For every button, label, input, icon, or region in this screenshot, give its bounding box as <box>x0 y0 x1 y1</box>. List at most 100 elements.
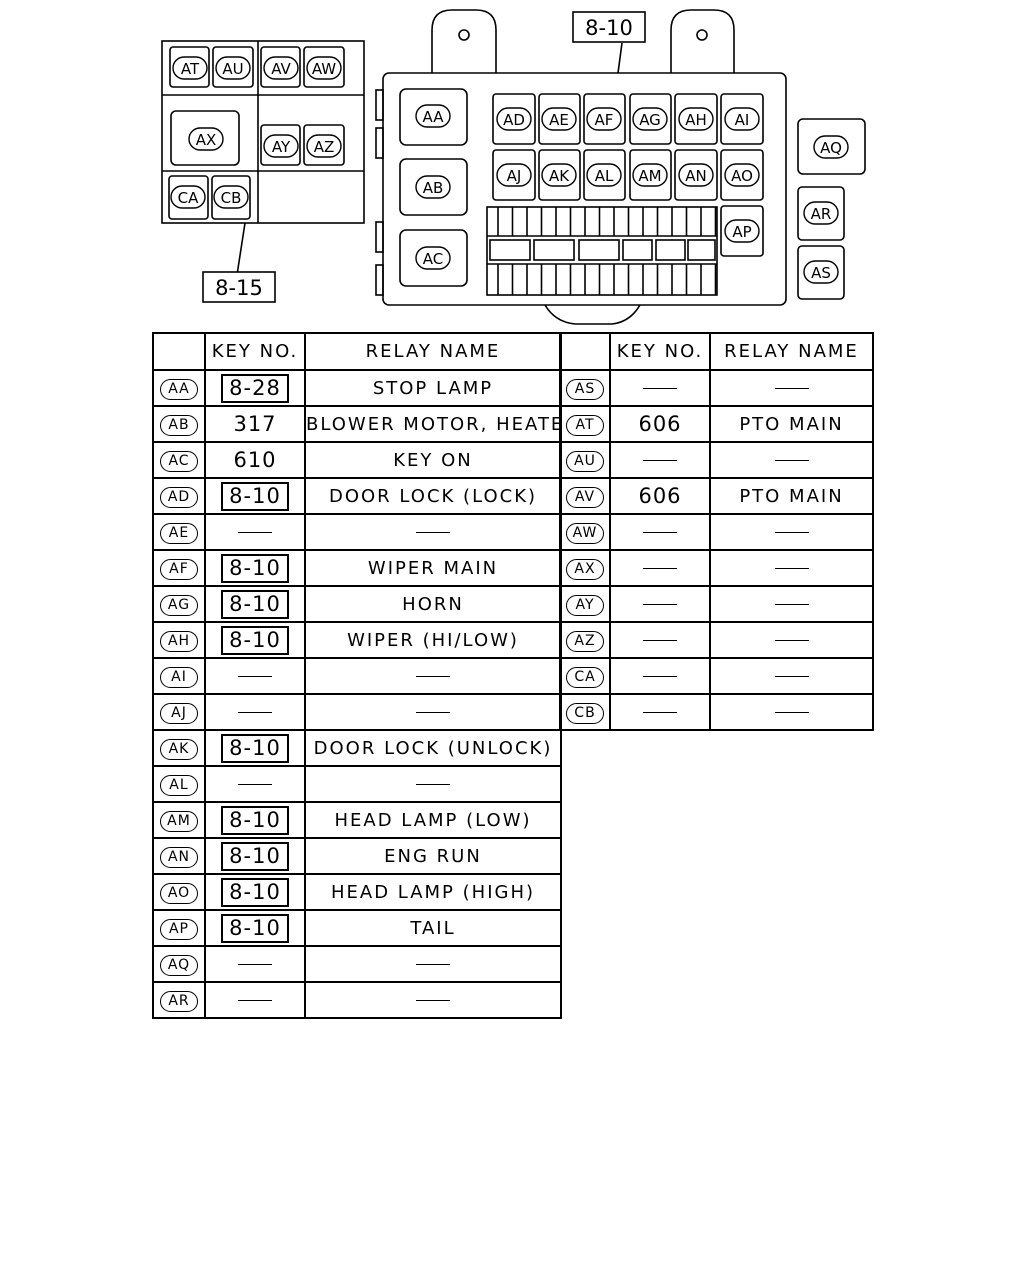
relay-name: KEY ON <box>393 449 473 471</box>
relay-name <box>774 568 809 569</box>
relay-name: WIPER (HI/LOW) <box>347 629 519 651</box>
key-no: 8-10 <box>221 625 289 655</box>
key-no-cell <box>609 657 711 695</box>
relay-code-cell: AE <box>152 513 206 551</box>
svg-text:AB: AB <box>423 179 444 197</box>
key-no: 8-10 <box>221 841 289 871</box>
relay-name: HEAD LAMP (LOW) <box>334 809 532 831</box>
key-no-cell <box>204 765 306 803</box>
relay-name <box>774 460 809 461</box>
relay-code-cell: CB <box>559 693 611 731</box>
side-relays <box>797 118 866 300</box>
svg-text:AN: AN <box>685 167 706 185</box>
relay-name-cell <box>709 657 874 695</box>
relay-ay-label: AY <box>263 134 299 158</box>
relay-code-badge: AR <box>160 990 198 1012</box>
relay-aa-label: AA <box>415 104 451 128</box>
relay-code-cell: AO <box>152 873 206 911</box>
key-no <box>238 964 272 965</box>
relay-name-cell: TAIL <box>304 909 562 947</box>
key-no <box>643 712 677 713</box>
relay-name-cell: HORN <box>304 585 562 623</box>
relay-av-label: AV <box>263 56 299 80</box>
table-header-row: KEY NO. RELAY NAME <box>152 332 562 371</box>
relay-name: DOOR LOCK (LOCK) <box>328 485 538 507</box>
key-no <box>643 604 677 605</box>
relay-name-cell <box>709 441 874 479</box>
relay-code-cell: AZ <box>559 621 611 659</box>
relay-name: ENG RUN <box>384 845 482 867</box>
key-no-cell <box>609 549 711 587</box>
relay-code-badge: AB <box>160 414 198 436</box>
key-no-cell: 606 <box>609 477 711 515</box>
relay-code-badge: AG <box>160 594 198 616</box>
relay-code-cell: AN <box>152 837 206 875</box>
relay-code-badge: AD <box>160 486 198 508</box>
table-row: AQ <box>152 945 562 983</box>
relay-ak-label: AK <box>541 163 577 187</box>
svg-text:AZ: AZ <box>314 138 335 156</box>
svg-text:AP: AP <box>732 223 751 241</box>
relay-code-badge: AI <box>160 666 198 688</box>
key-no <box>238 532 272 533</box>
relay-code-badge: AN <box>160 846 198 868</box>
relay-an-label: AN <box>678 163 714 187</box>
key-no <box>643 532 677 533</box>
relay-name <box>416 784 450 785</box>
relay-code-cell: AI <box>152 657 206 695</box>
relay-name-cell: HEAD LAMP (LOW) <box>304 801 562 839</box>
relay-code-cell: AP <box>152 909 206 947</box>
relay-name <box>416 532 450 533</box>
relay-code-badge: AY <box>566 594 604 616</box>
relay-code-badge: AJ <box>160 702 198 724</box>
relay-name-cell: DOOR LOCK (LOCK) <box>304 477 562 515</box>
header-relay-name: RELAY NAME <box>709 332 874 371</box>
relay-code-badge: AM <box>160 810 198 832</box>
key-no <box>643 388 677 389</box>
key-no-cell: 8-10 <box>204 801 306 839</box>
svg-text:AG: AG <box>639 111 661 129</box>
key-no-cell <box>609 441 711 479</box>
table-row: AR <box>152 981 562 1019</box>
relay-code-cell: AV <box>559 477 611 515</box>
key-no <box>238 676 272 677</box>
key-no: 8-10 <box>221 589 289 619</box>
table-row: AI <box>152 657 562 695</box>
svg-text:AT: AT <box>181 60 200 78</box>
relay-ar-label: AR <box>803 201 839 225</box>
key-no: 610 <box>233 448 277 472</box>
key-no-cell <box>204 693 306 731</box>
table-row: CB <box>559 693 874 731</box>
table-header-row: KEY NO. RELAY NAME <box>559 332 874 371</box>
svg-text:AX: AX <box>196 131 217 149</box>
svg-text:AD: AD <box>503 111 525 129</box>
relay-ap-label: AP <box>724 219 760 243</box>
relay-code-cell: AH <box>152 621 206 659</box>
relay-ac-label: AC <box>415 246 451 270</box>
key-no: 317 <box>233 412 277 436</box>
key-no <box>238 1000 272 1001</box>
relay-aj-label: AJ <box>496 163 532 187</box>
table-row: AN 8-10 ENG RUN <box>152 837 562 875</box>
relay-name-cell <box>709 621 874 659</box>
relay-name: PTO MAIN <box>739 485 844 507</box>
key-no-cell <box>609 369 711 407</box>
relay-code-cell: AG <box>152 585 206 623</box>
relay-code-badge: CB <box>566 702 604 724</box>
key-no <box>643 676 677 677</box>
key-no: 8-10 <box>221 553 289 583</box>
relay-code-badge: AQ <box>160 954 198 976</box>
table-row: AU <box>559 441 874 479</box>
relay-ae-label: AE <box>541 107 577 131</box>
relay-name: DOOR LOCK (UNLOCK) <box>313 737 553 759</box>
relay-code-cell: AF <box>152 549 206 587</box>
ref-label-bottom: 8-15 <box>215 276 263 300</box>
relay-code-badge: AP <box>160 918 198 940</box>
relay-code-cell: AC <box>152 441 206 479</box>
header-code <box>559 332 611 371</box>
relay-name-cell: STOP LAMP <box>304 369 562 407</box>
